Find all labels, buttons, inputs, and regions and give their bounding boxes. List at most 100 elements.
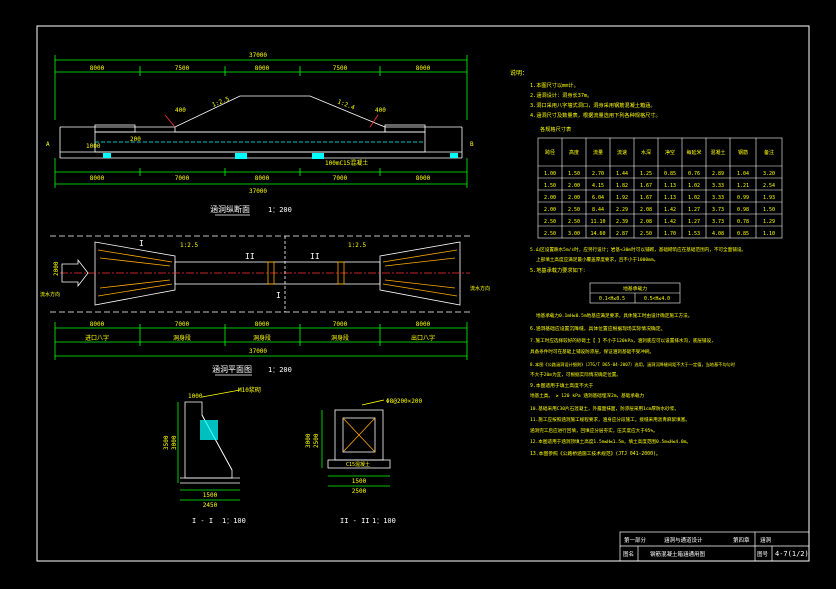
elev-side-a: A bbox=[46, 141, 50, 148]
note-b-2: 7.施工时应选择较好的砂砾土【 】不小于120kPa，涵洞底应可以设置排水沟，底… bbox=[530, 337, 716, 344]
section2-label: C15混凝土 bbox=[346, 461, 370, 468]
elev-dim-total-bottom: 37000 bbox=[249, 188, 267, 195]
note-after-1: 上部填土高度应满足最小覆盖厚度要求，且不小于1000mm。 bbox=[536, 256, 658, 263]
elev-title: 涵洞纵断面 bbox=[210, 204, 250, 214]
table-cell: 3.73 bbox=[712, 207, 724, 213]
table-header-cell: 备注 bbox=[764, 149, 774, 156]
plan-label-0: 进口八字 bbox=[85, 334, 109, 342]
plan-slope-left: 1:2.5 bbox=[180, 242, 198, 249]
title-block bbox=[619, 531, 810, 562]
note-b-12: 13.本图参照《公路桥涵施工技术规范》(JTJ 041-2000)。 bbox=[530, 450, 661, 457]
plan-label-3: 洞身段 bbox=[331, 334, 349, 342]
note-item-2: 3.洞口采用八字墙式洞口，洞身采用钢筋混凝土箱涵。 bbox=[530, 101, 656, 109]
plan-flow-right: 流水方向 bbox=[470, 285, 490, 292]
table-cell: 2.70 bbox=[592, 171, 604, 177]
table-cell: 3.00 bbox=[568, 231, 580, 237]
table-cell: 1.42 bbox=[664, 207, 676, 213]
table-cell: 2.00 bbox=[568, 183, 580, 189]
note-item-3: 4.涵洞尺寸及数量表，根据流量选用下列各种规格尺寸。 bbox=[530, 111, 661, 119]
table-cell: 2.54 bbox=[763, 183, 775, 189]
section2-dim-bottom-0: 1500 bbox=[352, 478, 367, 485]
title-cell-2: 第四章 bbox=[733, 536, 750, 544]
section-1-view: M10浆砌 1000 3000 3500 1500 2450 I - I 1：1… bbox=[163, 386, 261, 525]
elev-dim-400-right: 400 bbox=[375, 107, 386, 114]
table-cell: 8.44 bbox=[592, 207, 604, 213]
table-cell: 4.08 bbox=[712, 231, 724, 237]
table-header-cell: 流速 bbox=[617, 149, 627, 156]
plan-label-2: 洞身段 bbox=[253, 334, 271, 342]
note-after-2: 5.地基承载力要求如下： bbox=[530, 266, 588, 274]
table-cell: 0.98 bbox=[737, 207, 749, 213]
note-b-8: 10.基础采用C30片石混凝土，外露面抹面，防渗层采用1cm厚防水砂浆。 bbox=[530, 405, 679, 412]
soil-value-0: 0.1<H≤0.5 bbox=[599, 296, 625, 302]
title-cell-1: 涵洞与通道设计 bbox=[664, 536, 703, 544]
plan-width-dim: 2000 bbox=[53, 261, 60, 276]
table-cell: 0.78 bbox=[737, 219, 749, 225]
section1-dim-bottom-1: 2450 bbox=[203, 502, 218, 509]
table-cell: 11.10 bbox=[590, 219, 605, 225]
table-cell: 0.85 bbox=[737, 231, 749, 237]
elev-dim-total-top: 37000 bbox=[249, 52, 267, 59]
plan-dim-3: 7000 bbox=[333, 321, 348, 328]
section2-dim-left-1: 3000 bbox=[305, 433, 312, 448]
plan-scale: 1：200 bbox=[268, 366, 292, 374]
note-b-1: 6.涵洞基础应设置沉降缝，具体位置应根据现场实际情况确定。 bbox=[530, 325, 665, 332]
elev-dim-bottom-4: 8000 bbox=[416, 175, 431, 182]
table-header-cell: 高度 bbox=[569, 149, 579, 156]
table-cell: 2.00 bbox=[568, 195, 580, 201]
table-cell: 1.92 bbox=[616, 195, 628, 201]
elev-dim-top-1: 7500 bbox=[175, 65, 190, 72]
section1-title: I - I bbox=[192, 517, 213, 525]
table-cell: 1.00 bbox=[544, 171, 556, 177]
note-b-10: 涵洞完工后应进行回填，回填应分层夯实，压实度应大于95%。 bbox=[530, 427, 658, 434]
elev-dim-bottom-0: 8000 bbox=[90, 175, 105, 182]
title-no-label: 图号 bbox=[757, 550, 769, 558]
plan-label-1: 洞身段 bbox=[173, 334, 191, 342]
table-cell: 1.13 bbox=[664, 183, 676, 189]
soil-value-1: 0.5<H≤4.0 bbox=[644, 296, 670, 302]
table-cell: 2.29 bbox=[616, 207, 628, 213]
section1-dim-top: 1000 bbox=[188, 393, 203, 400]
section1-hatch bbox=[200, 420, 218, 440]
elev-dim-bottom-2: 8000 bbox=[255, 175, 270, 182]
note-b-9: 11.施工应按照涵洞施工规程要求，涵身应分段施工，接缝采用沥青麻絮填塞。 bbox=[530, 416, 690, 423]
table-cell: 1.50 bbox=[544, 183, 556, 189]
table-title: 各规格尺寸表 bbox=[540, 125, 572, 133]
title-name-label: 图名 bbox=[623, 550, 634, 558]
plan-section-mark-top: I bbox=[139, 239, 144, 248]
elev-dim-bottom-3: 7000 bbox=[333, 175, 348, 182]
elev-dim-1000: 1000 bbox=[86, 143, 101, 150]
table-cell: 2.39 bbox=[616, 219, 628, 225]
plan-view: 1:2.5 1:2.5 I II II I 2000 流水方向 流水方向 800… bbox=[40, 235, 490, 376]
soil-header: 地基承载力 bbox=[623, 285, 647, 292]
table-cell: 2.50 bbox=[568, 219, 580, 225]
section2-scale: 1：100 bbox=[372, 517, 396, 525]
section-2-view: C15混凝土 Φ8@200×200 2500 3000 1500 2500 II… bbox=[305, 398, 423, 525]
table-cell: 1.04 bbox=[737, 171, 749, 177]
table-cell: 2.00 bbox=[544, 195, 556, 201]
table-header-cell: 净空 bbox=[665, 149, 675, 156]
title-cell-0: 第一部分 bbox=[624, 536, 647, 544]
plan-dim-0: 8000 bbox=[90, 321, 105, 328]
table-header-cell: 跨径 bbox=[545, 149, 555, 156]
table-header-cell: 流量 bbox=[593, 149, 603, 156]
plan-section-mark-bottom: I bbox=[276, 291, 281, 300]
table-cell: 1.02 bbox=[688, 183, 700, 189]
table-cell: 1.44 bbox=[616, 171, 628, 177]
flow-arrow-left-icon bbox=[61, 258, 89, 288]
elev-dim-200: 200 bbox=[130, 136, 141, 143]
table-cell: 1.67 bbox=[640, 183, 652, 189]
note-item-1: 2.涵洞设计：洞身长37m。 bbox=[530, 91, 592, 99]
note-b-4: 8.本图《公路涵洞设计细则》（JTG/T D65-04-2007）选用，涵洞沉降… bbox=[530, 361, 736, 368]
title-name: 钢筋混凝土箱涵通用图 bbox=[650, 550, 706, 558]
note-b-7: 地基土类。 ≥ 120 kPa 涵洞基础埋深2m，基础承载力 bbox=[530, 392, 644, 399]
plan-dim-4: 8000 bbox=[416, 321, 431, 328]
plan-slope-right: 1:2.5 bbox=[348, 242, 366, 249]
plan-dim-total: 37000 bbox=[249, 348, 267, 355]
note-item-0: 1.本图尺寸以mm计。 bbox=[530, 81, 579, 89]
plan-dim-1: 7000 bbox=[175, 321, 190, 328]
section2-dim-top: Φ8@200×200 bbox=[386, 398, 423, 405]
section2-title: II - II bbox=[340, 517, 370, 525]
note-b-6: 9.本图适用于填土高度不大于 bbox=[530, 382, 594, 389]
